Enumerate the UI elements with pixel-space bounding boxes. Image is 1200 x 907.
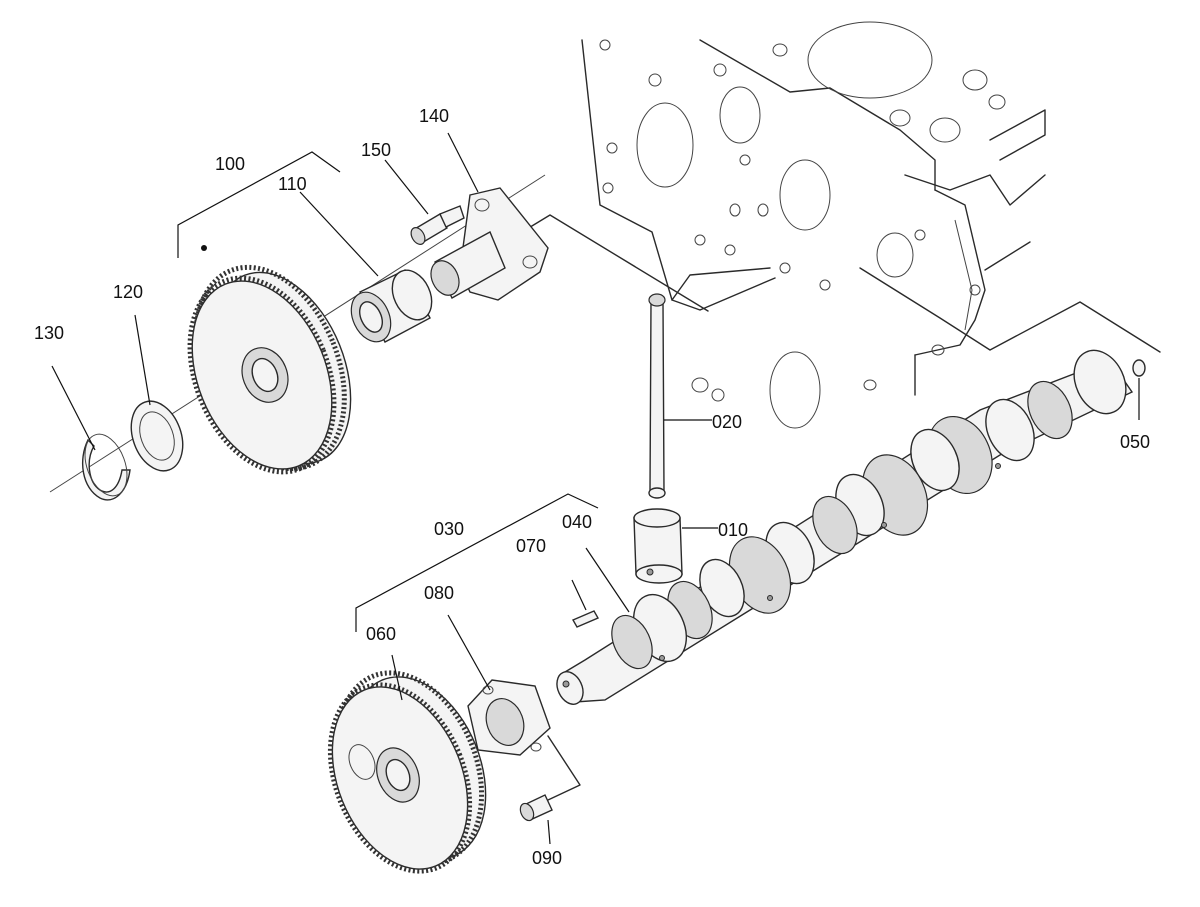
idle-gear-100 (187, 245, 352, 475)
part-labels: 100 110 150 140 120 130 020 050 010 030 … (34, 106, 1150, 868)
cam-gear-060 (327, 670, 487, 874)
idle-gear-shaft-140 (430, 187, 549, 301)
tappet-010 (633, 508, 683, 584)
label-060: 060 (366, 624, 396, 644)
leader-lines (51, 132, 1140, 845)
label-090: 090 (532, 848, 562, 868)
bolt-090 (519, 794, 553, 822)
label-040: 040 (562, 512, 592, 532)
engine-block (581, 21, 1161, 429)
label-130: 130 (34, 323, 64, 343)
key-070 (572, 610, 599, 628)
label-030: 030 (434, 519, 464, 539)
bushing-110 (350, 269, 433, 343)
label-020: 020 (712, 412, 742, 432)
label-080: 080 (424, 583, 454, 603)
label-110: 110 (278, 174, 307, 194)
thrust-washer-120 (130, 400, 184, 472)
thrust-plate-080 (467, 679, 581, 801)
label-140: 140 (419, 106, 449, 126)
label-100: 100 (215, 154, 245, 174)
label-010: 010 (718, 520, 748, 540)
label-150: 150 (361, 140, 391, 160)
label-050: 050 (1120, 432, 1150, 452)
circlip-130 (81, 433, 131, 501)
label-070: 070 (516, 536, 546, 556)
label-120: 120 (113, 282, 143, 302)
plug-050 (1132, 359, 1146, 377)
bolt-150 (410, 205, 465, 245)
camshaft-040 (556, 349, 1134, 705)
push-rod-020 (648, 293, 666, 499)
